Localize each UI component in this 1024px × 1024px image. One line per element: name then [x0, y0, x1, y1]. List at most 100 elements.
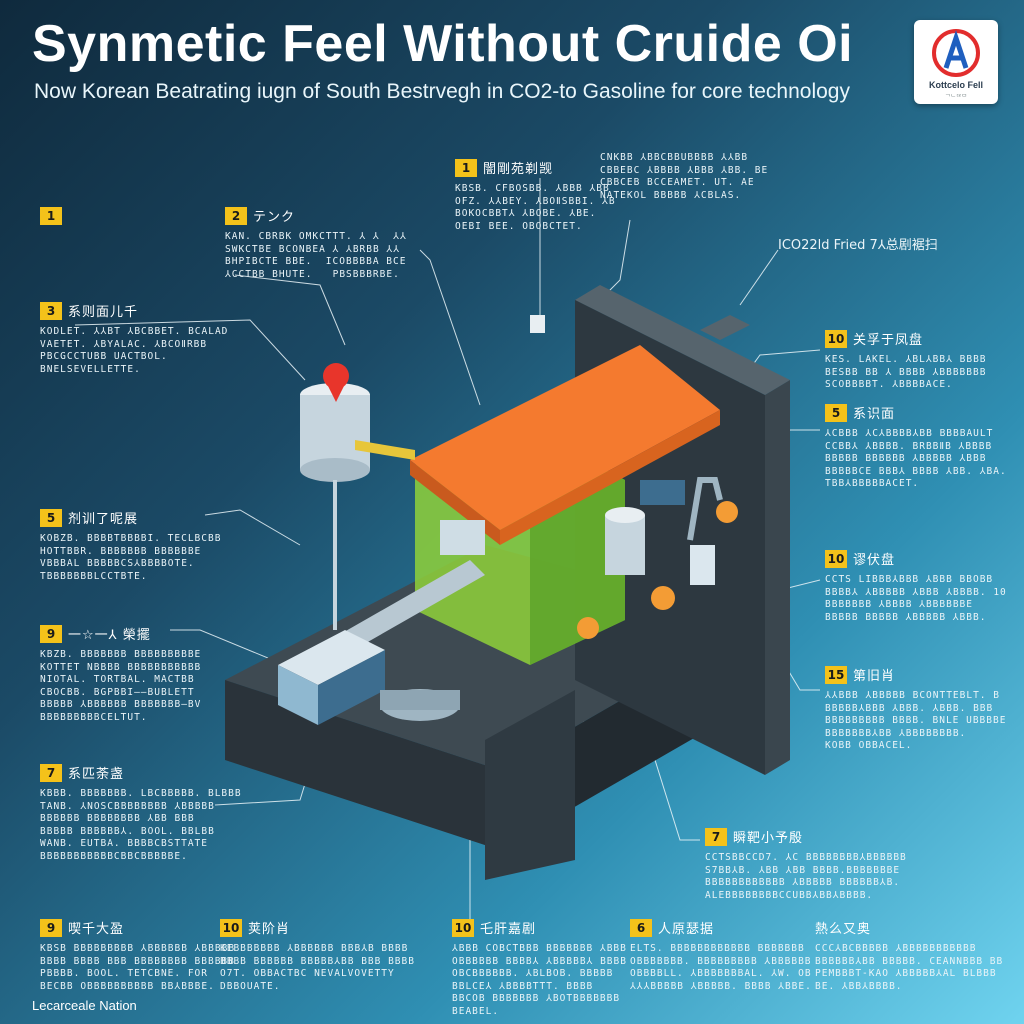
callout-body-line: BBBB BBBBBB BBBBB⅄BB BBB BBBB — [220, 955, 415, 967]
gauge-1 — [651, 586, 675, 610]
page-title: Synmetic Feel Without Cruide Oi — [32, 15, 854, 73]
callout-body-line: CCTSBBCCD7. ⅄C BBBBBBBB⅄BBBBBB — [705, 852, 907, 863]
callout-body-line: ⅄BBB COBCTBBB BBBBBBB ⅄BBB — [452, 943, 627, 954]
callout-body-line: CBOCBB. BGPBBI——BUBLETT — [40, 686, 195, 698]
callout-body-line: ELTS. BBBBBBBBBBBB BBBBBBB — [630, 943, 805, 954]
callout-body-line: ⅄⅄⅄BBBBB ⅄BBBBB. BBBB ⅄BBE. — [630, 980, 812, 992]
callout-c1: 1 — [40, 205, 62, 225]
callout-body-line: ⅄⅄BBB ⅄BBBBB BCONTTEBLT. B — [825, 690, 1000, 701]
callout-number: 10 — [825, 549, 847, 568]
callout-body-line: BBBBBCE BBB⅄ BBBB ⅄BB. ⅄BA. — [825, 465, 1007, 477]
callout-number: 9 — [40, 918, 62, 937]
callout-body-line: PBBBB. BOOL. TETCBNE. FOR — [40, 968, 208, 979]
pump-body — [380, 690, 460, 710]
callout-body-line: PEMBBBT-KAO ⅄BBBBB⅄AL BLBBB — [815, 968, 997, 979]
callout-body-line: BBBBB ⅄BBBBBB BBBBBBB—BV — [40, 699, 202, 710]
control-unit-right — [318, 650, 385, 725]
callout-heading: 剂训了呢展 — [68, 512, 139, 527]
callout-body-line: HOTTBBR. BBBBBBB BBBBBBE — [40, 545, 202, 557]
callout-body-line: KBBB. BBBBBBB. LBCBBBBB. BLBBB — [40, 788, 242, 799]
callout-body-line: BBBBBBBBBBBCBBCBBBBBE. — [40, 850, 188, 862]
callout-number: 5 — [40, 508, 62, 527]
callout-body-line: ⅄CBBB ⅄C⅄BBBB⅄BB BBBBAULT — [825, 428, 994, 439]
reactor-roof — [410, 345, 720, 530]
logo-name: Kottcelo Fell — [928, 80, 983, 90]
callout-body-line: OFZ. ⅄⅄BEY. ⅄BOⅡSBBI. ⅄B — [455, 195, 616, 207]
wall-side — [765, 380, 790, 775]
callout-body-line: OBCBBBBBB. ⅄BLBOB. BBBBB — [452, 968, 614, 979]
chimney — [700, 315, 750, 340]
logo-sub: ᄀᄂᄃᄅᄆ — [944, 94, 968, 101]
control-unit-left — [278, 665, 318, 725]
callout-body-line: BBCOB BBBBBBB ⅄BOTBBBBBBB — [452, 993, 621, 1004]
gauge-2 — [577, 617, 599, 639]
callout-body-line: TBBBBBBBLCCTBTE. — [40, 570, 148, 582]
callout-body-line: CNKBB ⅄BBCBBUBBBB ⅄⅄BB — [600, 152, 749, 163]
callout-body-line: KOBZB. BBBBTBBBBI. TECLBCBB — [40, 533, 222, 544]
gauge-3 — [716, 501, 738, 523]
callout-body-line: BHPIBCTE BBE. ICOBBBBA BCE — [225, 256, 407, 267]
logo-emblem-icon — [932, 29, 980, 77]
callout-body-line: PBCGCCTUBB UACTBOL. — [40, 351, 168, 362]
callout-body-line: KODLET. ⅄⅄BT ⅄BCBBET. BCALAD — [40, 326, 229, 337]
callout-heading: 系则面儿千 — [68, 305, 139, 320]
callout-body-line: O7T. OBBACTBC NEVALVOVETTY — [220, 968, 395, 979]
callout-body-line: BE. ⅄BB⅄BBBB. — [815, 980, 903, 992]
right-pipe — [687, 477, 723, 541]
callout-heading: 一☆一⅄ 榮擺 — [68, 628, 151, 643]
callout-body-line: NIOTAL. TORTBAL. MACTBB — [40, 674, 195, 685]
callout-body-line: OBBBBLL. ⅄BBBBBBBAL. ⅄W. OB — [630, 968, 812, 979]
callout-heading: 关孚于凤盘 — [853, 333, 924, 348]
callout-number: 10 — [220, 918, 242, 937]
callout-heading: 人原瑟据 — [658, 922, 715, 937]
callout-body-line: BBBBB BBBBBB ⅄BBBBB ⅄BBB — [825, 453, 987, 464]
brand-logo: Kottcelo Fell ᄀᄂᄃᄅᄆ — [914, 20, 998, 104]
callout-body-line: BBBB BBBB BBB BBBBBBBB BBBBBB — [40, 955, 235, 967]
sensor-box — [530, 315, 545, 333]
callout-body-line: BESBB BB ⅄ BBBB ⅄BBBBBBB — [825, 366, 987, 378]
callout-body-line: BBBBBBBBB BBBB. BNLE UBBBBE — [825, 715, 1007, 726]
callout-body-line: KBSB BBBBBBBBB ⅄BBBBBB ⅄BBBBB — [40, 943, 236, 954]
callout-body-line: KOTTET NBBBB BBBBBBBBBBB — [40, 661, 202, 673]
callout-body-line: DBBOUATE. — [220, 980, 281, 992]
page-subtitle: Now Korean Beatrating iugn of South Best… — [34, 80, 850, 103]
callout-body-line: KAN. CBRBK OMKCTTT. ⅄ ⅄ ⅄⅄ — [225, 231, 407, 242]
callout-heading: 瞬靶小予殷 — [733, 831, 804, 846]
callout-number: 3 — [40, 301, 62, 320]
callout-body-line: BBBBBB⅄BB BBBBB. CEANNBBB BB — [815, 955, 1004, 967]
tank-body — [300, 395, 370, 470]
callout-body-line: KOBB OBBACEL. — [825, 740, 913, 751]
callout-body-line: OBBBBBBB. BBBBBBBBB ⅄BBBBBB — [630, 955, 812, 967]
callout-body-line: SCOBBBBT. ⅄BBBBACE. — [825, 379, 953, 390]
callout-heading: 荚阶肖 — [248, 922, 291, 937]
callout-body-line: SWKCTBE BCONBEA ⅄ ⅄BRBB ⅄⅄ — [225, 243, 401, 255]
wall-top — [575, 285, 790, 395]
callout-number: 15 — [825, 665, 847, 684]
location-marker-tip — [326, 382, 346, 402]
callout-body-line: S7BB⅄B. ⅄BB ⅄BB BBBB.BBBBBBBE — [705, 864, 901, 876]
main-pipe — [330, 560, 485, 655]
callout-body-line: TANB. ⅄NOSCBBBBBBBB ⅄BBBBB — [40, 800, 215, 812]
callout-body-line: BNELSEVELLETTE. — [40, 363, 141, 375]
footer-brand: Lecarceale Nation — [32, 998, 137, 1013]
callout-body-line: BBBBBBBBBBBB ⅄BBBBB BBBBBB⅄B. — [705, 877, 901, 888]
callout-heading: 谬伏盘 — [853, 553, 896, 568]
callout-body-line: BBBBBBB ⅄BBBB ⅄BBBBBBE — [825, 599, 973, 610]
